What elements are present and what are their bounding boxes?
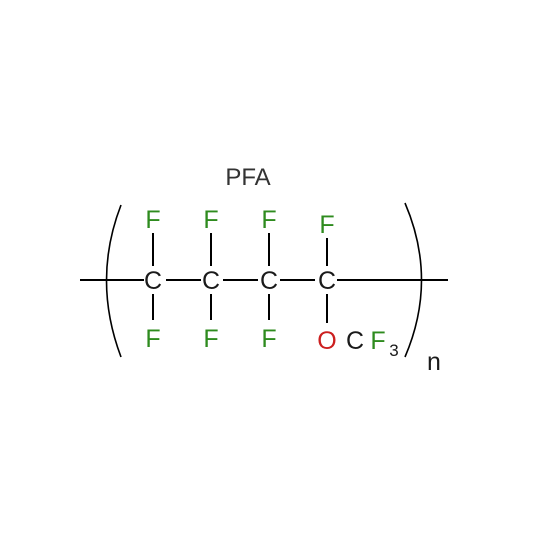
carbon-atom-2: C [202,267,220,295]
fluorine-atom-top-3: F [261,206,276,234]
carbon-atom-3: C [260,267,278,295]
repeat-unit-subscript: n [427,348,441,376]
fluorine-atom-bottom-3: F [261,325,276,353]
bracket-left [105,204,122,358]
side-group-subscript: 3 [389,341,398,360]
fluorine-atom-top-2: F [203,206,218,234]
diagram-title: PFA [225,164,270,191]
fluorine-atom-bottom-1: F [145,325,160,353]
bracket-right [404,202,423,358]
carbon-atom-1: C [144,267,162,295]
fluorine-atom-top-1: F [145,206,160,234]
fluorine-bonds [152,233,328,323]
oxygen-atom: O [317,327,336,355]
fluorine-atom-top-4: F [319,211,334,239]
carbon-atom-4: C [318,267,336,295]
side-group-carbon: C [346,327,364,355]
fluorine-atom-bottom-2: F [203,325,218,353]
side-group-fluorine: F [370,327,385,355]
